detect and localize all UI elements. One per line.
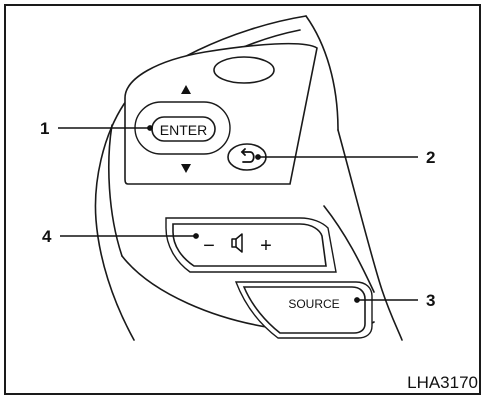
callout-3-number: 3 <box>426 291 435 310</box>
figure-code: LHA3170 <box>407 373 478 392</box>
back-arrow-icon <box>240 148 255 163</box>
speaker-icon <box>231 233 243 253</box>
enter-button-label: ENTER <box>160 122 207 138</box>
top-oval-button[interactable] <box>213 56 275 84</box>
volume-minus-label: − <box>203 235 215 257</box>
up-arrow-icon[interactable] <box>181 85 191 94</box>
source-button-label: SOURCE <box>288 297 339 311</box>
callout-3-dot <box>354 297 360 303</box>
down-arrow-icon[interactable] <box>181 164 191 173</box>
callout-4-dot <box>193 233 199 239</box>
callout-2-dot <box>255 154 261 160</box>
callout-1-number: 1 <box>40 119 49 138</box>
callout-leaders <box>58 125 418 303</box>
callout-2-number: 2 <box>426 148 435 167</box>
callout-4-number: 4 <box>42 227 52 246</box>
volume-switch[interactable] <box>172 223 327 267</box>
volume-plus-label: + <box>260 235 272 257</box>
source-button[interactable] <box>242 286 366 334</box>
callout-1-dot <box>147 125 153 131</box>
